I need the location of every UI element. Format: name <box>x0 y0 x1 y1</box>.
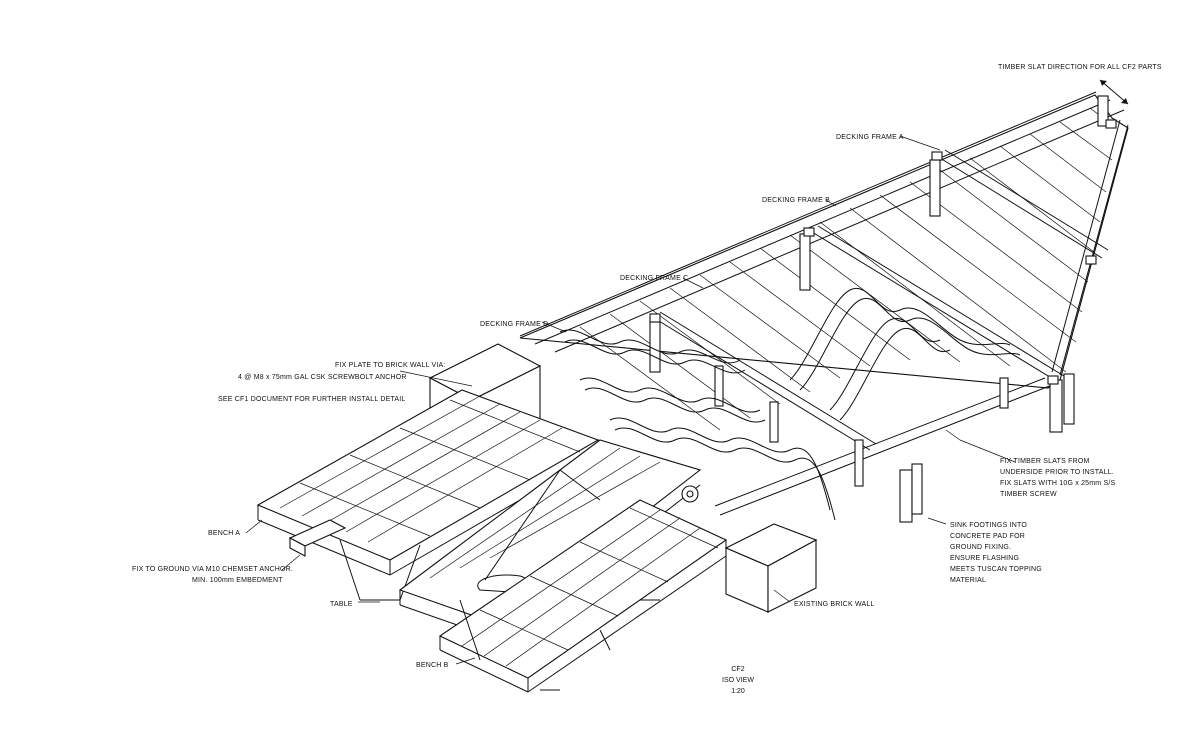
view-scale: 1:20 <box>731 688 745 695</box>
annotation-labels: TIMBER SLAT DIRECTION FOR ALL CF2 PARTS … <box>132 64 1162 669</box>
label-decking-frame-a: DECKING FRAME A <box>836 134 904 141</box>
note-sink-line2: CONCRETE PAD FOR <box>950 533 1025 540</box>
note-fix-ground-line2: MIN. 100mm EMBEDMENT <box>192 577 283 584</box>
note-fix-plate-line2: 4 @ M8 x 75mm GAL CSK SCREWBOLT ANCHOR <box>238 374 407 381</box>
note-sink-line6: MATERIAL <box>950 577 986 584</box>
note-sink-line3: GROUND FIXING. <box>950 544 1011 551</box>
note-sink-line1: SINK FOOTINGS INTO <box>950 522 1027 529</box>
decking-platform <box>519 91 1129 523</box>
view-name: CF2 <box>731 666 744 673</box>
note-fix-plate-line1: FIX PLATE TO BRICK WALL VIA: <box>335 362 446 369</box>
note-fix-slats-line3: FIX SLATS WITH 10G x 25mm S/S <box>1000 480 1115 487</box>
note-sink-line5: MEETS TUSCAN TOPPING <box>950 566 1042 573</box>
label-existing-brick-wall: EXISTING BRICK WALL <box>794 601 875 608</box>
note-sink-line4: ENSURE FLASHING <box>950 555 1019 562</box>
curved-slats <box>559 287 1021 521</box>
note-fix-slats-line1: FIX TIMBER SLATS FROM <box>1000 458 1090 465</box>
label-bench-b: BENCH B <box>416 662 449 669</box>
label-decking-frame-b: DECKING FRAME B <box>762 197 830 204</box>
note-fix-slats-line2: UNDERSIDE PRIOR TO INSTALL. <box>1000 469 1114 476</box>
leader-lines <box>245 79 1129 665</box>
note-fix-slats-line4: TIMBER SCREW <box>1000 491 1057 498</box>
note-timber-slat: TIMBER SLAT DIRECTION FOR ALL CF2 PARTS <box>998 64 1162 71</box>
label-table: TABLE <box>330 601 353 608</box>
note-see-cf1: SEE CF1 DOCUMENT FOR FURTHER INSTALL DET… <box>218 396 406 403</box>
label-decking-frame-d: DECKING FRAME D <box>480 321 548 328</box>
label-decking-frame-c: DECKING FRAME C <box>620 275 688 282</box>
label-bench-a: BENCH A <box>208 530 240 537</box>
note-fix-ground-line1: FIX TO GROUND VIA M10 CHEMSET ANCHOR. <box>132 566 293 573</box>
view-type: ISO VIEW <box>722 677 754 684</box>
bench-b <box>438 499 728 693</box>
view-title: CF2 ISO VIEW 1:20 <box>722 666 754 695</box>
